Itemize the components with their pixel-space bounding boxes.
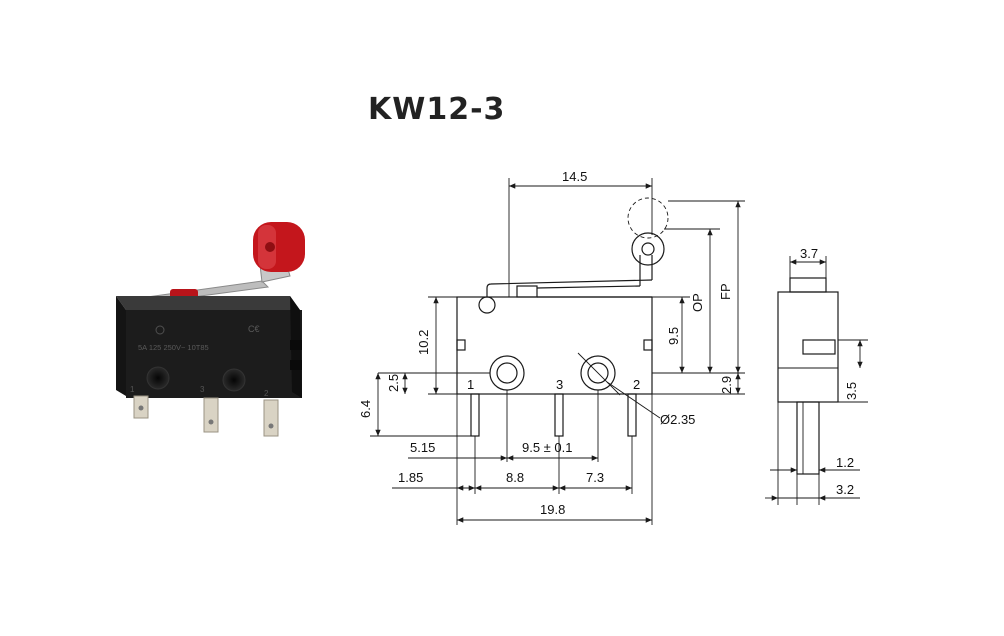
terminal-mark-2: 2 bbox=[264, 389, 269, 398]
terminal-3 bbox=[203, 397, 219, 433]
roller-free-position bbox=[627, 197, 669, 239]
front-body-outline bbox=[456, 296, 653, 395]
dim-pin-center: 2.5 bbox=[386, 374, 401, 392]
dim-pin-offset: 1.85 bbox=[398, 470, 423, 485]
pin-3 bbox=[554, 393, 564, 437]
dim-side-top-width: 3.7 bbox=[800, 246, 818, 261]
dim-body-height: 10.2 bbox=[416, 330, 431, 355]
pin-2 bbox=[627, 393, 637, 437]
dim-left-offset: 5.15 bbox=[410, 440, 435, 455]
pin-label-3: 3 bbox=[556, 377, 563, 392]
dim-bottom-offset: 2.9 bbox=[719, 376, 734, 394]
mount-hole-left bbox=[146, 366, 170, 390]
terminal-2 bbox=[263, 399, 279, 437]
dim-top-width: 14.5 bbox=[562, 169, 587, 184]
front-hole-left bbox=[489, 355, 525, 391]
pin-label-2: 2 bbox=[633, 377, 640, 392]
micro-switch-photo: 5A 125 250V~ 10T85 C€ 1 3 2 bbox=[116, 222, 305, 437]
dim-op: OP bbox=[690, 293, 705, 312]
mount-hole-right bbox=[222, 368, 246, 392]
terminal-mark-3: 3 bbox=[200, 385, 205, 394]
pin-label-1: 1 bbox=[467, 377, 474, 392]
side-body-outline bbox=[777, 291, 839, 403]
dim-side-pin-width: 1.2 bbox=[836, 455, 854, 470]
dim-total-width: 19.8 bbox=[540, 502, 565, 517]
dim-hole-diameter: Ø2.35 bbox=[660, 412, 695, 427]
side-pin bbox=[796, 401, 820, 475]
svg-text:C€: C€ bbox=[248, 324, 260, 334]
pin-1 bbox=[470, 393, 480, 437]
dim-fp: FP bbox=[718, 283, 733, 300]
side-view-drawing: 3.7 3.5 1.2 3.2 bbox=[765, 246, 868, 505]
dim-right-height: 9.5 bbox=[666, 327, 681, 345]
roller-circle bbox=[631, 232, 665, 266]
terminal-mark-1: 1 bbox=[130, 385, 135, 394]
front-view-drawing: 1 3 2 14.5 10.2 2.5 6.4 9.5 OP FP 2.9 bbox=[358, 169, 745, 525]
dim-hole-pitch: 9.5 ± 0.1 bbox=[522, 440, 573, 455]
dim-side-pin-offset: 3.2 bbox=[836, 482, 854, 497]
dim-pin-length: 6.4 bbox=[358, 400, 373, 418]
model-title: KW12-3 bbox=[368, 92, 506, 127]
dim-side-pin-height: 3.5 bbox=[844, 382, 859, 400]
dim-pin-pitch-left: 8.8 bbox=[506, 470, 524, 485]
body-marking: 5A 125 250V~ 10T85 bbox=[138, 343, 209, 352]
dim-pin-pitch-right: 7.3 bbox=[586, 470, 604, 485]
